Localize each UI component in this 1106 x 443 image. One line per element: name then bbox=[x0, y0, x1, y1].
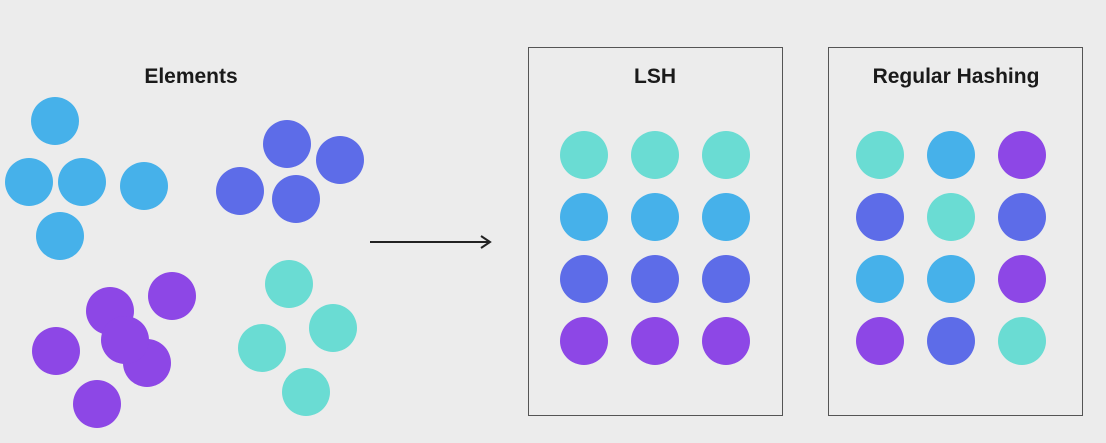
lsh-dot-teal bbox=[560, 131, 608, 179]
lsh-title: LSH bbox=[634, 65, 676, 88]
regular-dot-sky bbox=[927, 131, 975, 179]
indigo-element-dot bbox=[263, 120, 311, 168]
sky-element-dot bbox=[36, 212, 84, 260]
sky-element-dot bbox=[31, 97, 79, 145]
regular-hashing-box bbox=[828, 47, 1083, 416]
regular-dot-teal bbox=[927, 193, 975, 241]
lsh-dot-indigo bbox=[702, 255, 750, 303]
regular-dot-violet bbox=[856, 317, 904, 365]
lsh-dot-sky bbox=[631, 193, 679, 241]
regular-dot-indigo bbox=[927, 317, 975, 365]
teal-element-dot bbox=[309, 304, 357, 352]
teal-element-dot bbox=[265, 260, 313, 308]
regular-dot-sky bbox=[856, 255, 904, 303]
lsh-dot-teal bbox=[631, 131, 679, 179]
violet-element-dot bbox=[32, 327, 80, 375]
lsh-dot-teal bbox=[702, 131, 750, 179]
lsh-dot-sky bbox=[560, 193, 608, 241]
regular-dot-indigo bbox=[856, 193, 904, 241]
sky-element-dot bbox=[120, 162, 168, 210]
violet-element-dot bbox=[73, 380, 121, 428]
lsh-dot-indigo bbox=[560, 255, 608, 303]
indigo-element-dot bbox=[316, 136, 364, 184]
violet-element-dot bbox=[101, 316, 149, 364]
indigo-element-dot bbox=[216, 167, 264, 215]
indigo-element-dot bbox=[272, 175, 320, 223]
lsh-dot-violet bbox=[631, 317, 679, 365]
regular-dot-violet bbox=[998, 255, 1046, 303]
regular-dot-sky bbox=[927, 255, 975, 303]
lsh-dot-indigo bbox=[631, 255, 679, 303]
regular-dot-violet bbox=[998, 131, 1046, 179]
teal-element-dot bbox=[282, 368, 330, 416]
lsh-box bbox=[528, 47, 783, 416]
lsh-dot-violet bbox=[560, 317, 608, 365]
lsh-dot-sky bbox=[702, 193, 750, 241]
regular-hashing-title: Regular Hashing bbox=[872, 65, 1040, 88]
lsh-dot-violet bbox=[702, 317, 750, 365]
teal-element-dot bbox=[238, 324, 286, 372]
sky-element-dot bbox=[5, 158, 53, 206]
regular-dot-teal bbox=[856, 131, 904, 179]
violet-element-dot bbox=[148, 272, 196, 320]
regular-dot-indigo bbox=[998, 193, 1046, 241]
regular-dot-teal bbox=[998, 317, 1046, 365]
sky-element-dot bbox=[58, 158, 106, 206]
elements-title: Elements bbox=[144, 65, 238, 88]
